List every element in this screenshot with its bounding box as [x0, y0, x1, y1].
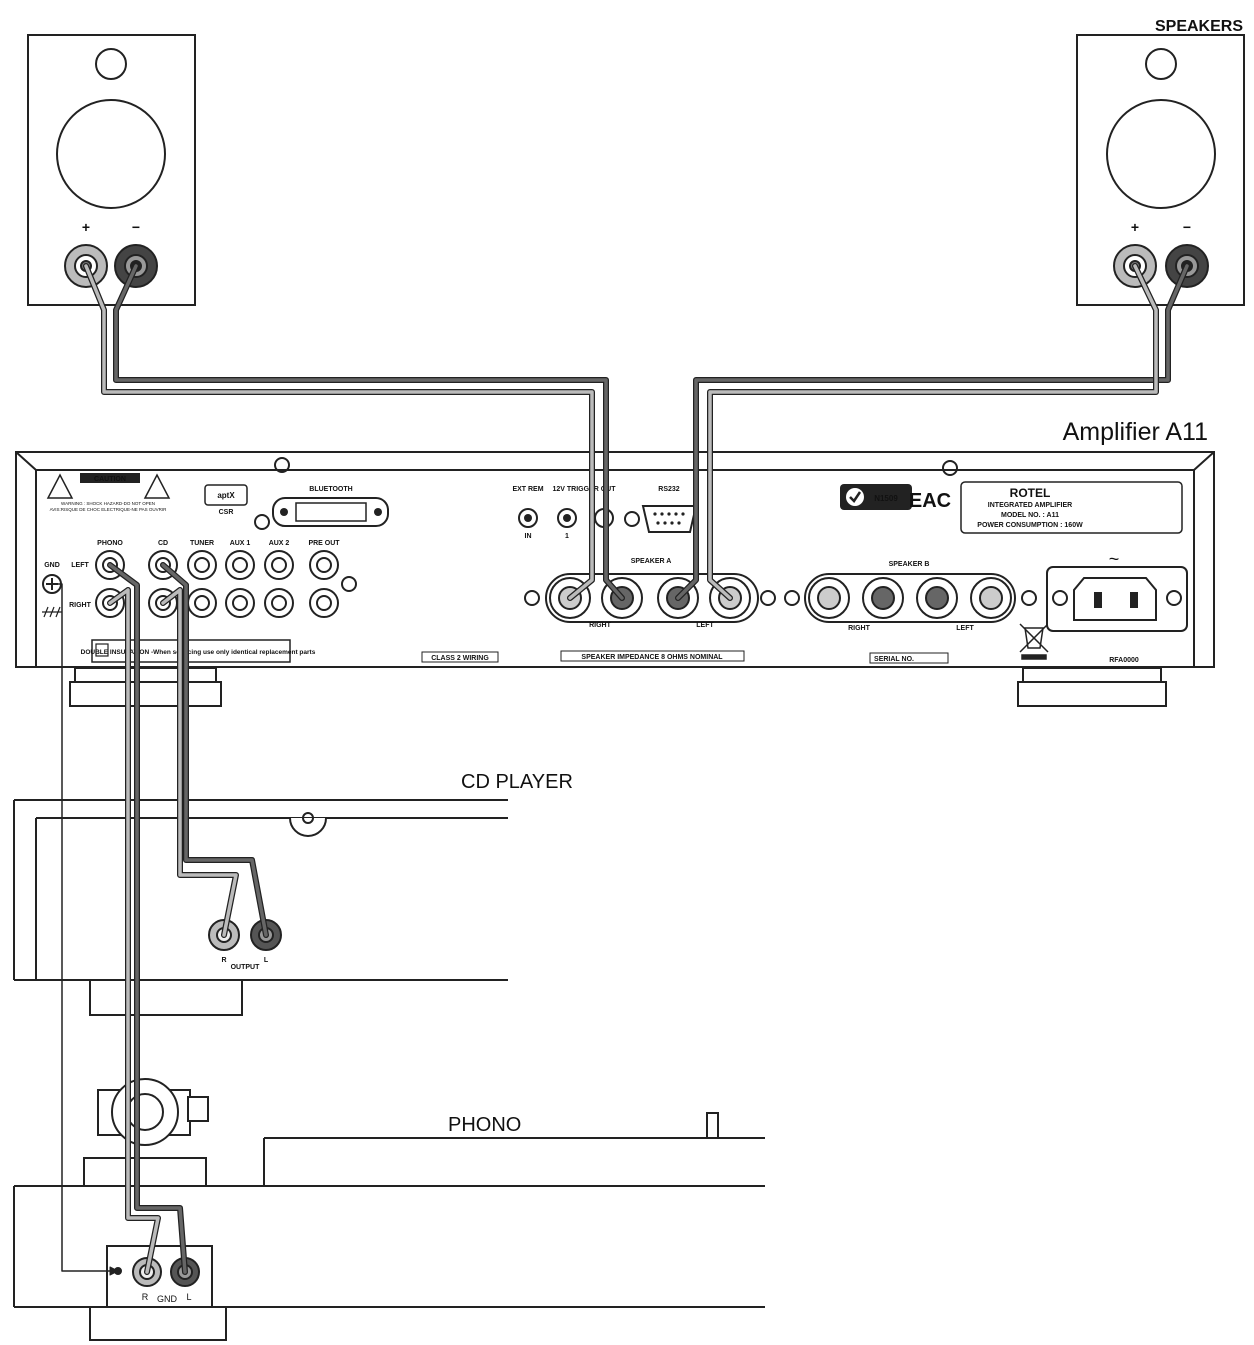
left-speaker-minus: − — [132, 219, 140, 235]
cd-output-r: R — [221, 957, 226, 964]
n-mark-text: N1509 — [874, 494, 898, 503]
weee-icon — [1019, 623, 1049, 660]
phono-output-l: L — [186, 1292, 191, 1302]
aux2-input-label: AUX 2 — [269, 540, 290, 547]
double-insulation-text: DOUBLE INSULATION -When servicing use on… — [81, 649, 316, 656]
eac-mark: EAC — [909, 490, 951, 512]
trigger-num: 1 — [565, 533, 569, 540]
speaker-b-left-label: LEFT — [956, 625, 974, 632]
impedance-text: SPEAKER IMPEDANCE 8 OHMS NOMINAL — [581, 654, 723, 661]
right-speaker-minus: − — [1183, 219, 1191, 235]
aptx-text: aptX — [217, 491, 235, 500]
speaker-a-label: SPEAKER A — [631, 558, 672, 565]
ext-rem-in-label: IN — [525, 533, 532, 540]
tuner-input-label: TUNER — [190, 540, 214, 547]
input-right-label: RIGHT — [69, 602, 92, 609]
left-speaker: + − — [27, 34, 196, 306]
phono-input-label: PHONO — [97, 540, 123, 547]
bluetooth-port: BLUETOOTH — [272, 486, 389, 527]
cd-player — [13, 799, 508, 1016]
rating-label: ROTEL INTEGRATED AMPLIFIER MODEL NO. : A… — [960, 481, 1183, 534]
model-number: MODEL NO. : A11 — [1001, 512, 1059, 519]
phono-label: PHONO — [448, 1114, 521, 1136]
amplifier-label: Amplifier A11 — [1063, 418, 1208, 446]
csr-text: CSR — [219, 509, 234, 516]
cd-player-label: CD PLAYER — [461, 771, 573, 793]
pre-out-label: PRE OUT — [308, 540, 340, 547]
speaker-a-right-label: RIGHT — [589, 622, 612, 629]
speaker-b-right-label: RIGHT — [848, 625, 871, 632]
speakers-label: SPEAKERS — [1155, 18, 1243, 35]
left-speaker-plus: + — [82, 219, 90, 235]
power-consumption: POWER CONSUMPTION : 160W — [977, 522, 1083, 529]
certification-marks: N1509 EAC — [840, 484, 951, 512]
phono-output-r: R — [142, 1292, 149, 1302]
bluetooth-label: BLUETOOTH — [309, 486, 352, 493]
cd-output-label: OUTPUT — [231, 964, 261, 971]
cd-input-label: CD — [158, 540, 168, 547]
speaker-b-label: SPEAKER B — [889, 561, 930, 568]
aptx-logo: aptX CSR — [204, 484, 248, 516]
ac-power-inlet: ~ — [1046, 549, 1188, 632]
class2-text: CLASS 2 WIRING — [431, 655, 489, 662]
rs232-label: RS232 — [658, 486, 680, 493]
serial-text: SERIAL NO. — [874, 656, 914, 663]
cd-output-l: L — [264, 957, 269, 964]
warning-text-1: WARNING : SHOCK HAZARD-DO NOT OPEN — [61, 501, 155, 506]
ground-wire — [51, 583, 117, 1272]
input-left-label: LEFT — [71, 562, 89, 569]
right-speaker-plus: + — [1131, 219, 1139, 235]
ac-symbol: ~ — [1109, 549, 1120, 569]
brand-name: ROTEL — [1010, 486, 1051, 500]
ext-rem-label: EXT REM — [512, 486, 543, 493]
panel-notices: DOUBLE INSULATION -When servicing use on… — [81, 639, 1139, 664]
aux1-input-label: AUX 1 — [230, 540, 251, 547]
right-speaker: + − — [1076, 34, 1245, 306]
phono-output-gnd: GND — [157, 1294, 178, 1304]
speaker-a-left-label: LEFT — [696, 622, 714, 629]
product-name: INTEGRATED AMPLIFIER — [988, 502, 1072, 509]
trigger-label: 12V TRIGGER OUT — [552, 486, 616, 493]
gnd-label: GND — [44, 562, 60, 569]
caution-label: CAUTION WARNING : SHOCK HAZARD-DO NOT OP… — [46, 473, 171, 512]
cables — [51, 263, 1190, 1276]
caution-title: CAUTION — [94, 476, 126, 483]
model-code-text: RFA0000 — [1109, 657, 1139, 664]
warning-text-2: AVIS:RISQUE DE CHOC ELECTRIQUE-NE PAS OU… — [50, 507, 168, 512]
